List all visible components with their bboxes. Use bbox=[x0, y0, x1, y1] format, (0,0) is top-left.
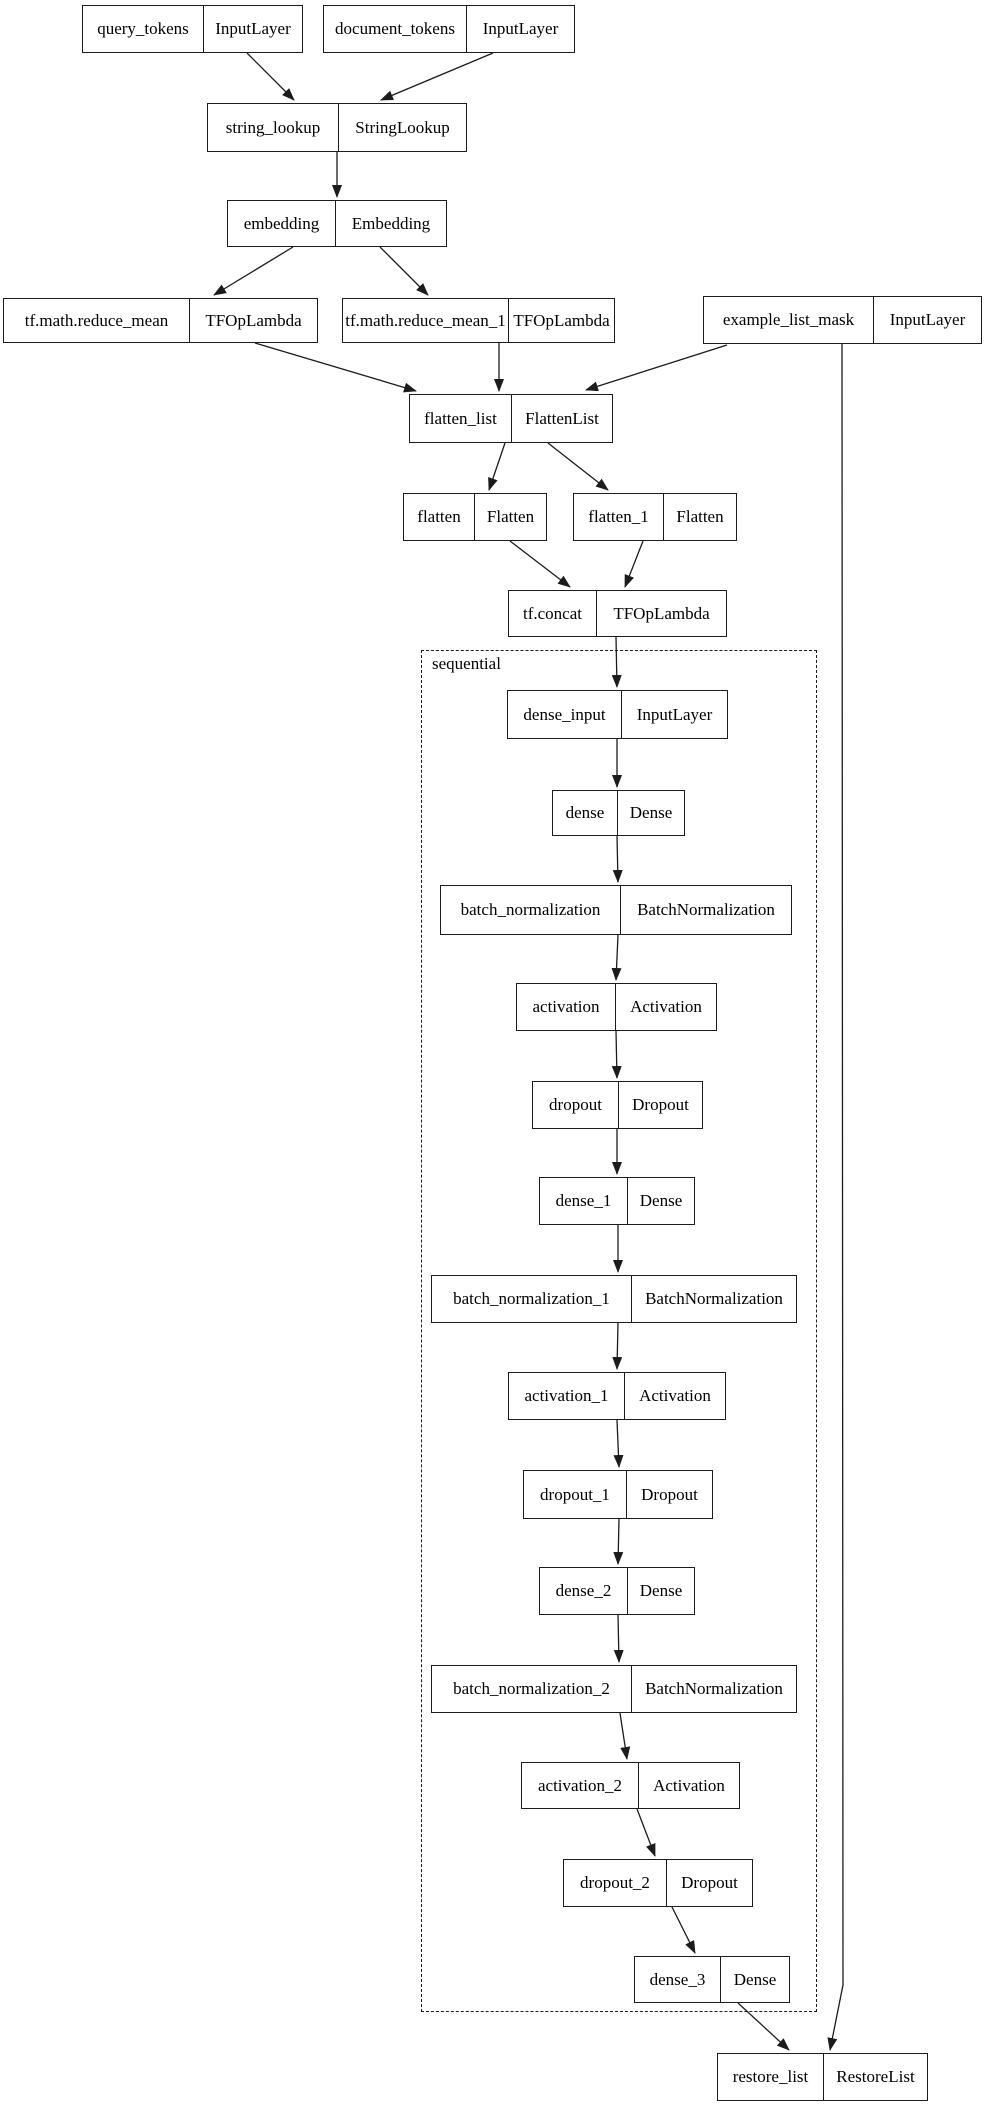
node-type: Dropout bbox=[626, 1471, 712, 1518]
node-dense-2: dense_2 Dense bbox=[539, 1567, 695, 1615]
node-type: Dense bbox=[617, 791, 684, 835]
node-label: activation_2 bbox=[537, 1775, 623, 1795]
node-label: dense_3 bbox=[649, 1969, 706, 1989]
edge-flatten_1-tf_concat bbox=[624, 540, 644, 588]
node-label: flatten bbox=[417, 507, 461, 526]
node-dense-input: dense_input InputLayer bbox=[507, 690, 728, 739]
node-label: dropout_1 bbox=[540, 1484, 610, 1504]
cluster-label: sequential bbox=[432, 654, 501, 673]
node-flatten: flatten Flatten bbox=[403, 493, 547, 541]
node-tf-concat: tf.concat TFOpLambda bbox=[508, 590, 727, 637]
node-label: tf.math.reduce_mean_1 bbox=[345, 310, 506, 330]
edge-embedding-reduce_mean bbox=[213, 246, 294, 296]
edge-example_list_mask-flatten_list bbox=[585, 344, 728, 392]
node-dense: dense Dense bbox=[552, 790, 685, 836]
node-label: example_list_mask bbox=[722, 310, 855, 329]
node-dropout: dropout Dropout bbox=[532, 1081, 703, 1129]
node-type: Dense bbox=[627, 1178, 694, 1224]
node-restore-list: restore_list RestoreList bbox=[717, 2053, 928, 2101]
node-tf-math-reduce-mean: tf.math.reduce_mean TFOpLambda bbox=[3, 298, 318, 343]
node-label: dense_2 bbox=[555, 1581, 612, 1600]
node-label: string_lookup bbox=[225, 117, 321, 137]
node-type: Dense bbox=[627, 1568, 694, 1614]
node-type: Flatten bbox=[663, 494, 736, 540]
node-type: TFOpLambda bbox=[596, 591, 726, 636]
node-label: dense_1 bbox=[555, 1191, 612, 1210]
node-type: RestoreList bbox=[823, 2054, 927, 2100]
node-label: batch_normalization_1 bbox=[453, 1289, 610, 1308]
edge-example_list_mask-restore_list bbox=[827, 343, 844, 2051]
node-type: InputLayer bbox=[203, 6, 302, 52]
node-type: InputLayer bbox=[873, 297, 981, 343]
node-label: activation_1 bbox=[524, 1386, 609, 1405]
node-type: Dropout bbox=[666, 1860, 752, 1906]
node-label: batch_normalization bbox=[460, 900, 601, 919]
node-label: flatten_1 bbox=[588, 507, 649, 526]
node-label: dropout_2 bbox=[580, 1873, 650, 1892]
cluster-sequential: sequential bbox=[421, 650, 817, 2012]
node-type: FlattenList bbox=[511, 395, 612, 442]
node-document-tokens: document_tokens InputLayer bbox=[323, 5, 575, 53]
node-query-tokens: query_tokens InputLayer bbox=[82, 5, 303, 53]
node-type: Activation bbox=[638, 1763, 739, 1808]
node-label: batch_normalization_2 bbox=[453, 1679, 610, 1698]
node-activation-1: activation_1 Activation bbox=[508, 1372, 726, 1420]
node-label: query_tokens bbox=[97, 19, 189, 38]
node-type: InputLayer bbox=[466, 6, 574, 52]
node-dense-1: dense_1 Dense bbox=[539, 1177, 695, 1225]
node-type: Activation bbox=[624, 1373, 725, 1419]
node-label: restore_list bbox=[732, 2067, 809, 2086]
node-label: tf.math.reduce_mean bbox=[24, 310, 169, 330]
node-dropout-2: dropout_2 Dropout bbox=[563, 1859, 753, 1907]
node-type: Dropout bbox=[618, 1082, 702, 1128]
node-type: StringLookup bbox=[338, 104, 466, 151]
node-batch-normalization-1: batch_normalization_1 BatchNormalization bbox=[431, 1275, 797, 1323]
node-batch-normalization: batch_normalization BatchNormalization bbox=[440, 885, 792, 935]
node-label: dense bbox=[565, 803, 605, 822]
edge-flatten_list-flatten_1 bbox=[547, 442, 609, 491]
node-type: TFOpLambda bbox=[508, 299, 614, 342]
edge-flatten_list-flatten bbox=[488, 442, 506, 491]
node-label: embedding bbox=[243, 213, 320, 233]
node-type: BatchNormalization bbox=[631, 1666, 796, 1712]
node-batch-normalization-2: batch_normalization_2 BatchNormalization bbox=[431, 1665, 797, 1713]
node-string-lookup: string_lookup StringLookup bbox=[207, 103, 467, 152]
node-label: dropout bbox=[549, 1095, 602, 1114]
node-type: Flatten bbox=[474, 494, 546, 540]
node-label: tf.concat bbox=[523, 603, 582, 623]
edge-embedding-reduce_mean_1 bbox=[379, 246, 429, 296]
node-flatten-1: flatten_1 Flatten bbox=[573, 493, 737, 541]
node-tf-math-reduce-mean-1: tf.math.reduce_mean_1 TFOpLambda bbox=[342, 298, 615, 343]
node-embedding: embedding Embedding bbox=[227, 200, 447, 247]
node-dense-3: dense_3 Dense bbox=[634, 1956, 790, 2003]
node-type: Dense bbox=[720, 1957, 789, 2002]
node-type: BatchNormalization bbox=[620, 886, 791, 934]
node-dropout-1: dropout_1 Dropout bbox=[523, 1470, 713, 1519]
node-label: document_tokens bbox=[335, 19, 455, 38]
node-label: flatten_list bbox=[424, 408, 497, 428]
node-activation: activation Activation bbox=[516, 983, 717, 1031]
edge-query_tokens-string_lookup bbox=[246, 52, 295, 101]
node-type: Embedding bbox=[335, 201, 446, 246]
edge-document_tokens-string_lookup bbox=[380, 52, 494, 101]
edge-reduce_mean-flatten_list bbox=[254, 342, 417, 393]
node-type: TFOpLambda bbox=[189, 299, 317, 342]
node-label: dense_input bbox=[523, 704, 606, 724]
node-type: Activation bbox=[615, 984, 716, 1030]
node-example-list-mask: example_list_mask InputLayer bbox=[703, 296, 982, 344]
edge-flatten-tf_concat bbox=[509, 540, 571, 588]
node-label: activation bbox=[532, 997, 600, 1016]
node-flatten-list: flatten_list FlattenList bbox=[409, 394, 613, 443]
node-type: BatchNormalization bbox=[631, 1276, 796, 1322]
node-type: InputLayer bbox=[621, 691, 727, 738]
node-activation-2: activation_2 Activation bbox=[521, 1762, 740, 1809]
